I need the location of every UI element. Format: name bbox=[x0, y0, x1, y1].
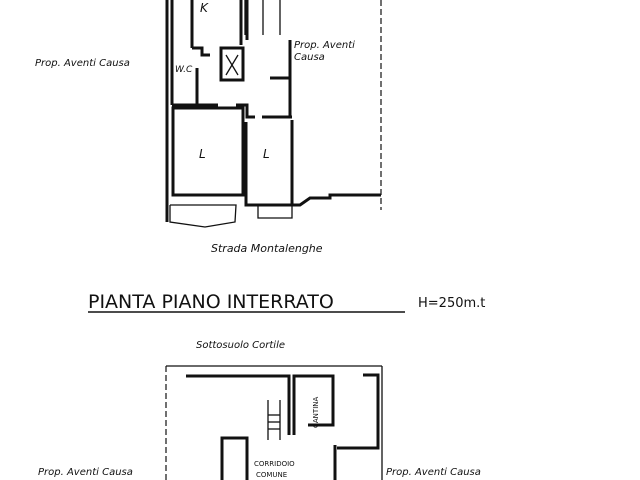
height-note: H=250m.t bbox=[418, 296, 485, 311]
room-label-living-left: L bbox=[199, 147, 206, 161]
upper-plan-walls bbox=[165, 0, 382, 228]
neighbor-label-left-lower: Prop. Aventi Causa bbox=[38, 467, 133, 478]
neighbor-label-left-upper: Prop. Aventi Causa bbox=[35, 58, 130, 69]
lower-plan-walls bbox=[165, 365, 383, 480]
neighbor-label-right-upper-1: Prop. Aventi bbox=[294, 40, 355, 51]
courtyard-label: Sottosuolo Cortile bbox=[196, 340, 285, 351]
room-label-wc: W.C bbox=[175, 65, 193, 75]
room-label-living-right: L bbox=[263, 147, 270, 161]
neighbor-label-right-upper-2: Causa bbox=[294, 52, 325, 63]
corridor-label-1: CORRIDOIO bbox=[254, 460, 295, 468]
section-title: PIANTA PIANO INTERRATO bbox=[88, 291, 334, 313]
corridor-label-2: COMUNE bbox=[256, 471, 287, 479]
cellar-label: CANTINA bbox=[312, 397, 320, 428]
neighbor-label-right-lower: Prop. Aventi Causa bbox=[386, 467, 481, 478]
room-label-kitchen: K bbox=[200, 1, 209, 15]
street-label: Strada Montalenghe bbox=[211, 242, 323, 255]
